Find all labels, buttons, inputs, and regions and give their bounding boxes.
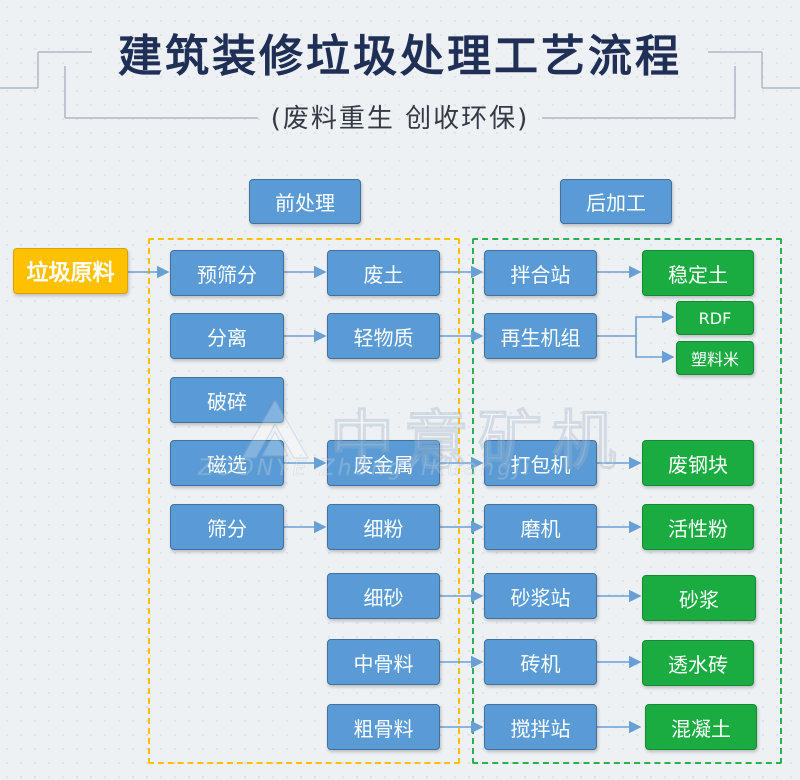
coarse-aggregate-box: 粗骨料 bbox=[327, 704, 440, 750]
scrap-metal-box: 废金属 bbox=[327, 440, 440, 486]
pre-processing-header: 前处理 bbox=[249, 179, 361, 224]
crushing-box: 破碎 bbox=[170, 377, 284, 423]
screening-box: 筛分 bbox=[170, 504, 284, 550]
active-powder-box: 活性粉 bbox=[642, 504, 754, 550]
arrow-recycler-to-plastic bbox=[635, 336, 675, 364]
concrete-box: 混凝土 bbox=[645, 704, 757, 750]
brick-machine-box: 砖机 bbox=[484, 639, 597, 685]
medium-aggregate-box: 中骨料 bbox=[327, 639, 440, 685]
mortar-station-box: 砂浆站 bbox=[484, 573, 597, 619]
mill-box: 磨机 bbox=[484, 504, 597, 550]
pre-processing-region bbox=[148, 238, 460, 764]
raw-waste-box: 垃圾原料 bbox=[13, 248, 128, 294]
arrow-recycler-to-rdf bbox=[597, 310, 675, 337]
fine-powder-box: 细粉 bbox=[327, 504, 440, 550]
concrete-mixer-box: 搅拌站 bbox=[484, 704, 597, 750]
stabilized-soil-box: 稳定土 bbox=[642, 250, 754, 296]
plastic-pellets-box: 塑料米 bbox=[676, 341, 754, 375]
recycling-unit-box: 再生机组 bbox=[484, 313, 597, 359]
separation-box: 分离 bbox=[170, 313, 284, 359]
mixing-station-box: 拌合站 bbox=[484, 250, 597, 296]
magnetic-separation-box: 磁选 bbox=[170, 440, 284, 486]
steel-block-box: 废钢块 bbox=[642, 440, 754, 486]
baler-box: 打包机 bbox=[484, 440, 597, 486]
page-subtitle: (废料重生 创收环保) bbox=[270, 104, 530, 134]
permeable-brick-box: 透水砖 bbox=[642, 640, 754, 686]
post-processing-region bbox=[472, 238, 782, 764]
prescreen-box: 预筛分 bbox=[170, 250, 284, 296]
page-title: 建筑装修垃圾处理工艺流程 bbox=[118, 31, 682, 82]
waste-soil-box: 废土 bbox=[327, 250, 440, 296]
mortar-box: 砂浆 bbox=[642, 575, 756, 621]
post-processing-header: 后加工 bbox=[560, 179, 672, 224]
fine-sand-box: 细砂 bbox=[327, 573, 440, 619]
rdf-box: RDF bbox=[676, 301, 754, 335]
light-material-box: 轻物质 bbox=[327, 313, 440, 359]
